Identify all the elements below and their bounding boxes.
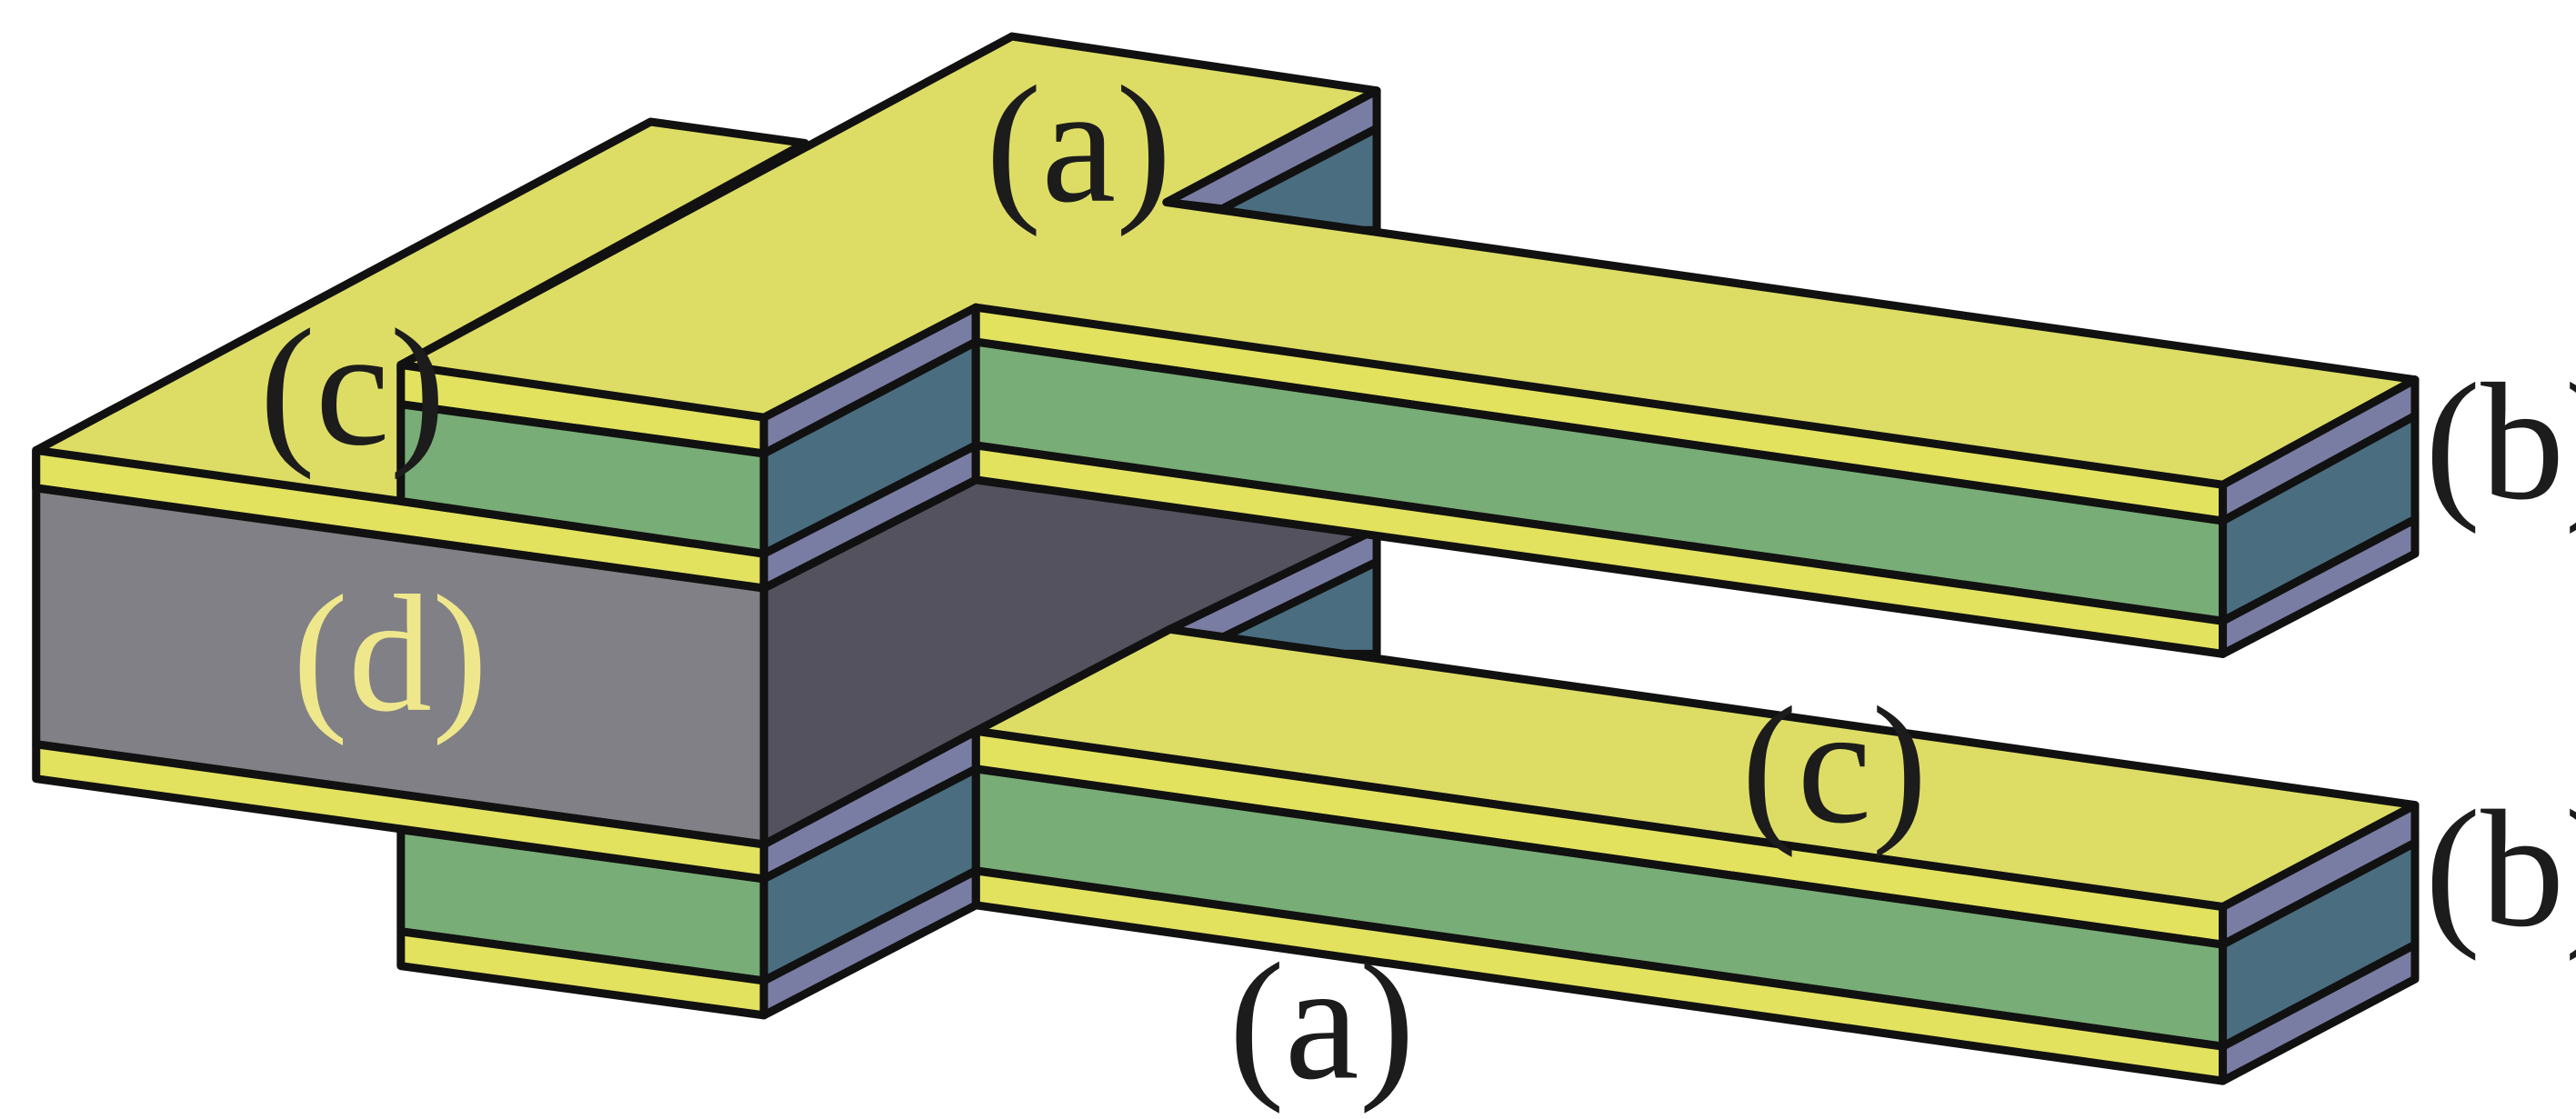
label-d: (d): [293, 561, 488, 746]
label-upper-b: (b): [2425, 349, 2576, 535]
block-front-copper-bottom: [32, 740, 768, 884]
upper-arm-end-conductor-bottom: [2219, 515, 2420, 658]
label-bottom-a: (a): [1228, 929, 1415, 1114]
upper-assembly: [396, 32, 2420, 658]
label-left-c: (c): [259, 295, 446, 480]
lower-mid-side-conductor-bottom: [759, 866, 980, 1020]
label-lower-b: (b): [2425, 776, 2576, 962]
labels: (a) (a) (b) (b) (c) (c) (d): [259, 52, 2576, 1114]
label-top-a: (a): [986, 52, 1172, 237]
lower-assembly: [396, 624, 2420, 1085]
lower-arm-end-conductor-bottom: [2219, 940, 2420, 1085]
label-lower-c: (c): [1741, 673, 1928, 858]
